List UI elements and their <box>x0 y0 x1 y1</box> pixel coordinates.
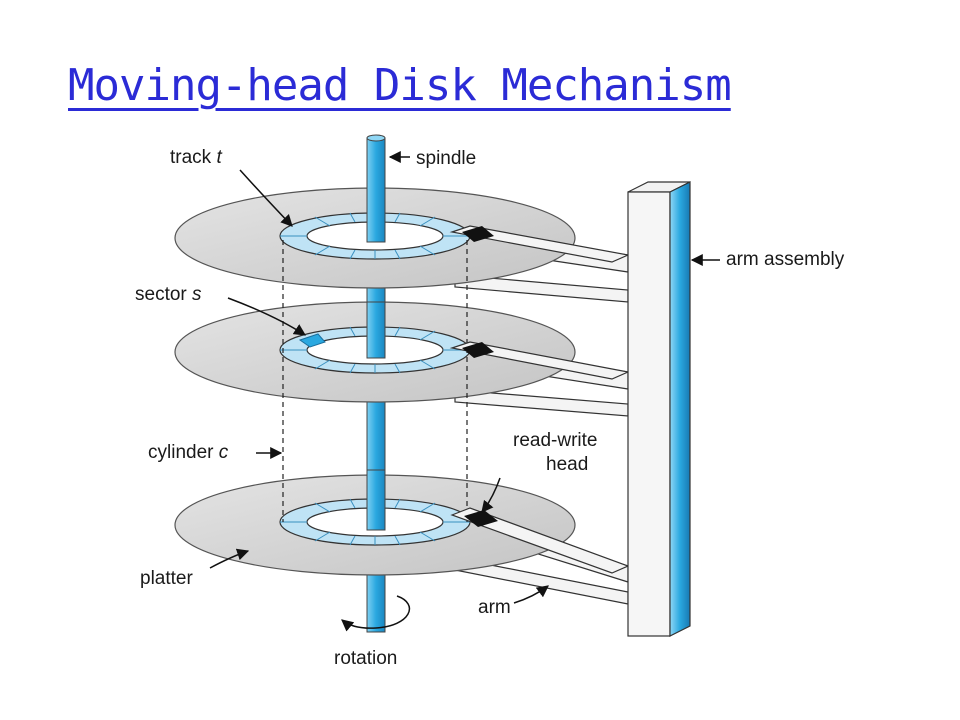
arm-assembly-column <box>627 181 691 637</box>
label-rotation: rotation <box>334 648 397 669</box>
arms-on-platters <box>449 225 631 574</box>
label-head: head <box>546 454 588 475</box>
label-read-write: read-write <box>513 430 597 451</box>
label-track: track t <box>170 147 222 168</box>
label-spindle: spindle <box>416 148 476 169</box>
label-arm-assembly: arm assembly <box>726 249 845 270</box>
label-cylinder: cylinder c <box>148 442 229 463</box>
label-sector: sector s <box>135 284 202 305</box>
read-write-heads <box>462 226 498 527</box>
label-arm: arm <box>478 597 511 618</box>
spindle <box>366 134 386 243</box>
label-platter: platter <box>140 568 193 589</box>
platter-middle <box>174 284 576 403</box>
highlighted-sector <box>298 333 326 348</box>
platter-bottom <box>174 451 576 576</box>
leader-arrows <box>209 151 720 604</box>
cylinder-outline <box>282 240 468 522</box>
rotation-arrow <box>341 595 411 632</box>
slide-title: Moving-head Disk Mechanism <box>68 60 732 111</box>
